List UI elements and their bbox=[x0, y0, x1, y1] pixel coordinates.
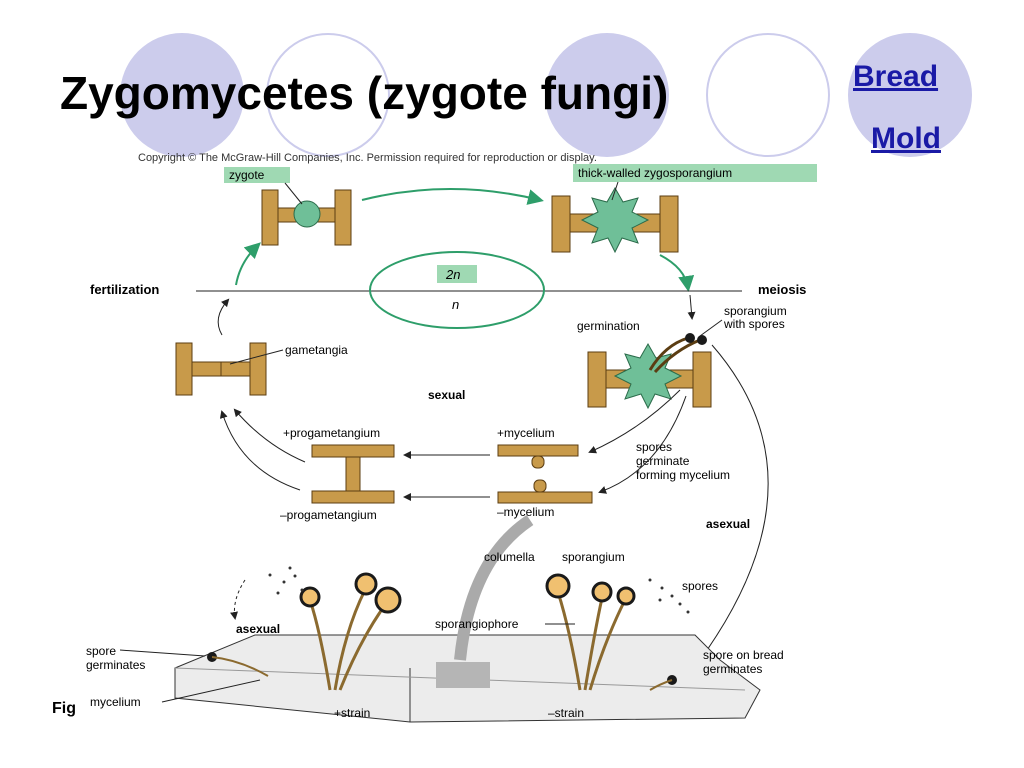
mycelium-plus-structure bbox=[497, 444, 579, 469]
arrow-to-gametangia-2 bbox=[219, 410, 301, 491]
leader-line bbox=[611, 181, 619, 201]
progametangium-structure bbox=[311, 444, 395, 504]
minus-strain-label: –strain bbox=[548, 706, 584, 720]
meiosis-label: meiosis bbox=[758, 282, 806, 297]
leader-line bbox=[284, 182, 303, 205]
inset-box bbox=[436, 662, 490, 688]
fertilization-label: fertilization bbox=[90, 282, 159, 297]
spores-germinate-label-3: forming mycelium bbox=[636, 468, 730, 482]
zygote-label-bg bbox=[224, 167, 290, 183]
arrow-gametangia-to-fertilization bbox=[217, 298, 230, 336]
germination-label: germination bbox=[577, 319, 640, 333]
zygote-label: zygote bbox=[229, 168, 265, 182]
mycelium-label: mycelium bbox=[90, 695, 141, 709]
sporangium-with-spores-label-2: with spores bbox=[723, 317, 785, 331]
gametangia-structure bbox=[175, 342, 267, 396]
leader-line bbox=[229, 349, 284, 365]
link-bread[interactable]: Bread bbox=[853, 60, 939, 93]
arrow-fertilization-to-zygote bbox=[235, 242, 261, 286]
copyright-notice: Copyright © The McGraw-Hill Companies, I… bbox=[138, 152, 597, 164]
ploidy-n-label: n bbox=[452, 297, 459, 312]
left-sporangiophores bbox=[299, 572, 402, 691]
plus-progametangium-label: +progametangium bbox=[283, 426, 380, 440]
inset-arrow bbox=[454, 515, 534, 661]
leader-line bbox=[699, 319, 723, 337]
asexual-label-left: asexual bbox=[236, 622, 280, 636]
germination-structure bbox=[587, 333, 712, 410]
sporangiophore-label: sporangiophore bbox=[435, 617, 519, 631]
arrow-asexual-cycle bbox=[698, 344, 769, 662]
asexual-label-right: asexual bbox=[706, 517, 750, 531]
minus-progametangium-label: –progametangium bbox=[280, 508, 377, 522]
spores-label: spores bbox=[682, 579, 718, 593]
spore-on-bread-label-2: germinates bbox=[703, 662, 762, 676]
decorative-circle bbox=[120, 33, 244, 157]
decorative-circle bbox=[266, 33, 390, 157]
ploidy-2n-label: 2n bbox=[445, 267, 460, 282]
zygosporangium-label-bg bbox=[573, 164, 817, 182]
spore-on-bread-label-1: spore on bread bbox=[703, 648, 784, 662]
germ-tube-left bbox=[211, 656, 269, 677]
plus-mycelium-label: +mycelium bbox=[497, 426, 555, 440]
sexual-label: sexual bbox=[428, 388, 465, 402]
ploidy-2n-bg bbox=[437, 265, 477, 283]
plus-strain-label: +strain bbox=[334, 706, 370, 720]
ploidy-circle bbox=[369, 251, 545, 329]
decorative-circle bbox=[848, 33, 972, 157]
arrow-zygote-to-zygosporangium bbox=[361, 188, 544, 205]
minus-mycelium-label: –mycelium bbox=[497, 505, 554, 519]
arrow-to-meiosis bbox=[659, 254, 695, 292]
gametangia-label: gametangia bbox=[285, 343, 348, 357]
arrow-spores-to-minus-mycelium bbox=[598, 395, 687, 494]
arrow-meiosis-to-germination bbox=[687, 294, 696, 320]
spores-germinate-label-2: germinate bbox=[636, 454, 690, 468]
germ-tube-right bbox=[649, 679, 673, 691]
arrow-spores-to-plus-mycelium bbox=[588, 389, 681, 454]
arrow-to-gametangia-1 bbox=[233, 408, 306, 463]
spore-germinates-label-1: spore bbox=[86, 644, 116, 658]
zygote-structure bbox=[261, 189, 352, 246]
zygosporangium-structure bbox=[551, 186, 679, 254]
scattered-spores bbox=[268, 566, 690, 614]
spores-germinate-label-1: spores bbox=[636, 440, 672, 454]
spore-germinates-label-2: germinates bbox=[86, 658, 145, 672]
link-mold[interactable]: Mold bbox=[871, 122, 941, 155]
sporangium-with-spores-label-1: sporangium bbox=[724, 304, 787, 318]
slide-title: Zygomycetes (zygote fungi) bbox=[60, 67, 669, 119]
decorative-circle bbox=[545, 33, 669, 157]
zygosporangium-label: thick-walled zygosporangium bbox=[578, 166, 732, 180]
figure-label: Fig bbox=[52, 700, 76, 717]
right-sporangiophores bbox=[545, 573, 636, 691]
decorative-circle bbox=[706, 33, 830, 157]
leader-line bbox=[161, 679, 261, 703]
columella-label: columella bbox=[484, 550, 535, 564]
mycelium-minus-structure bbox=[497, 479, 593, 504]
leader-line bbox=[119, 649, 206, 657]
sporangium-label: sporangium bbox=[562, 550, 625, 564]
arrow-spore-dispersal bbox=[230, 579, 246, 620]
